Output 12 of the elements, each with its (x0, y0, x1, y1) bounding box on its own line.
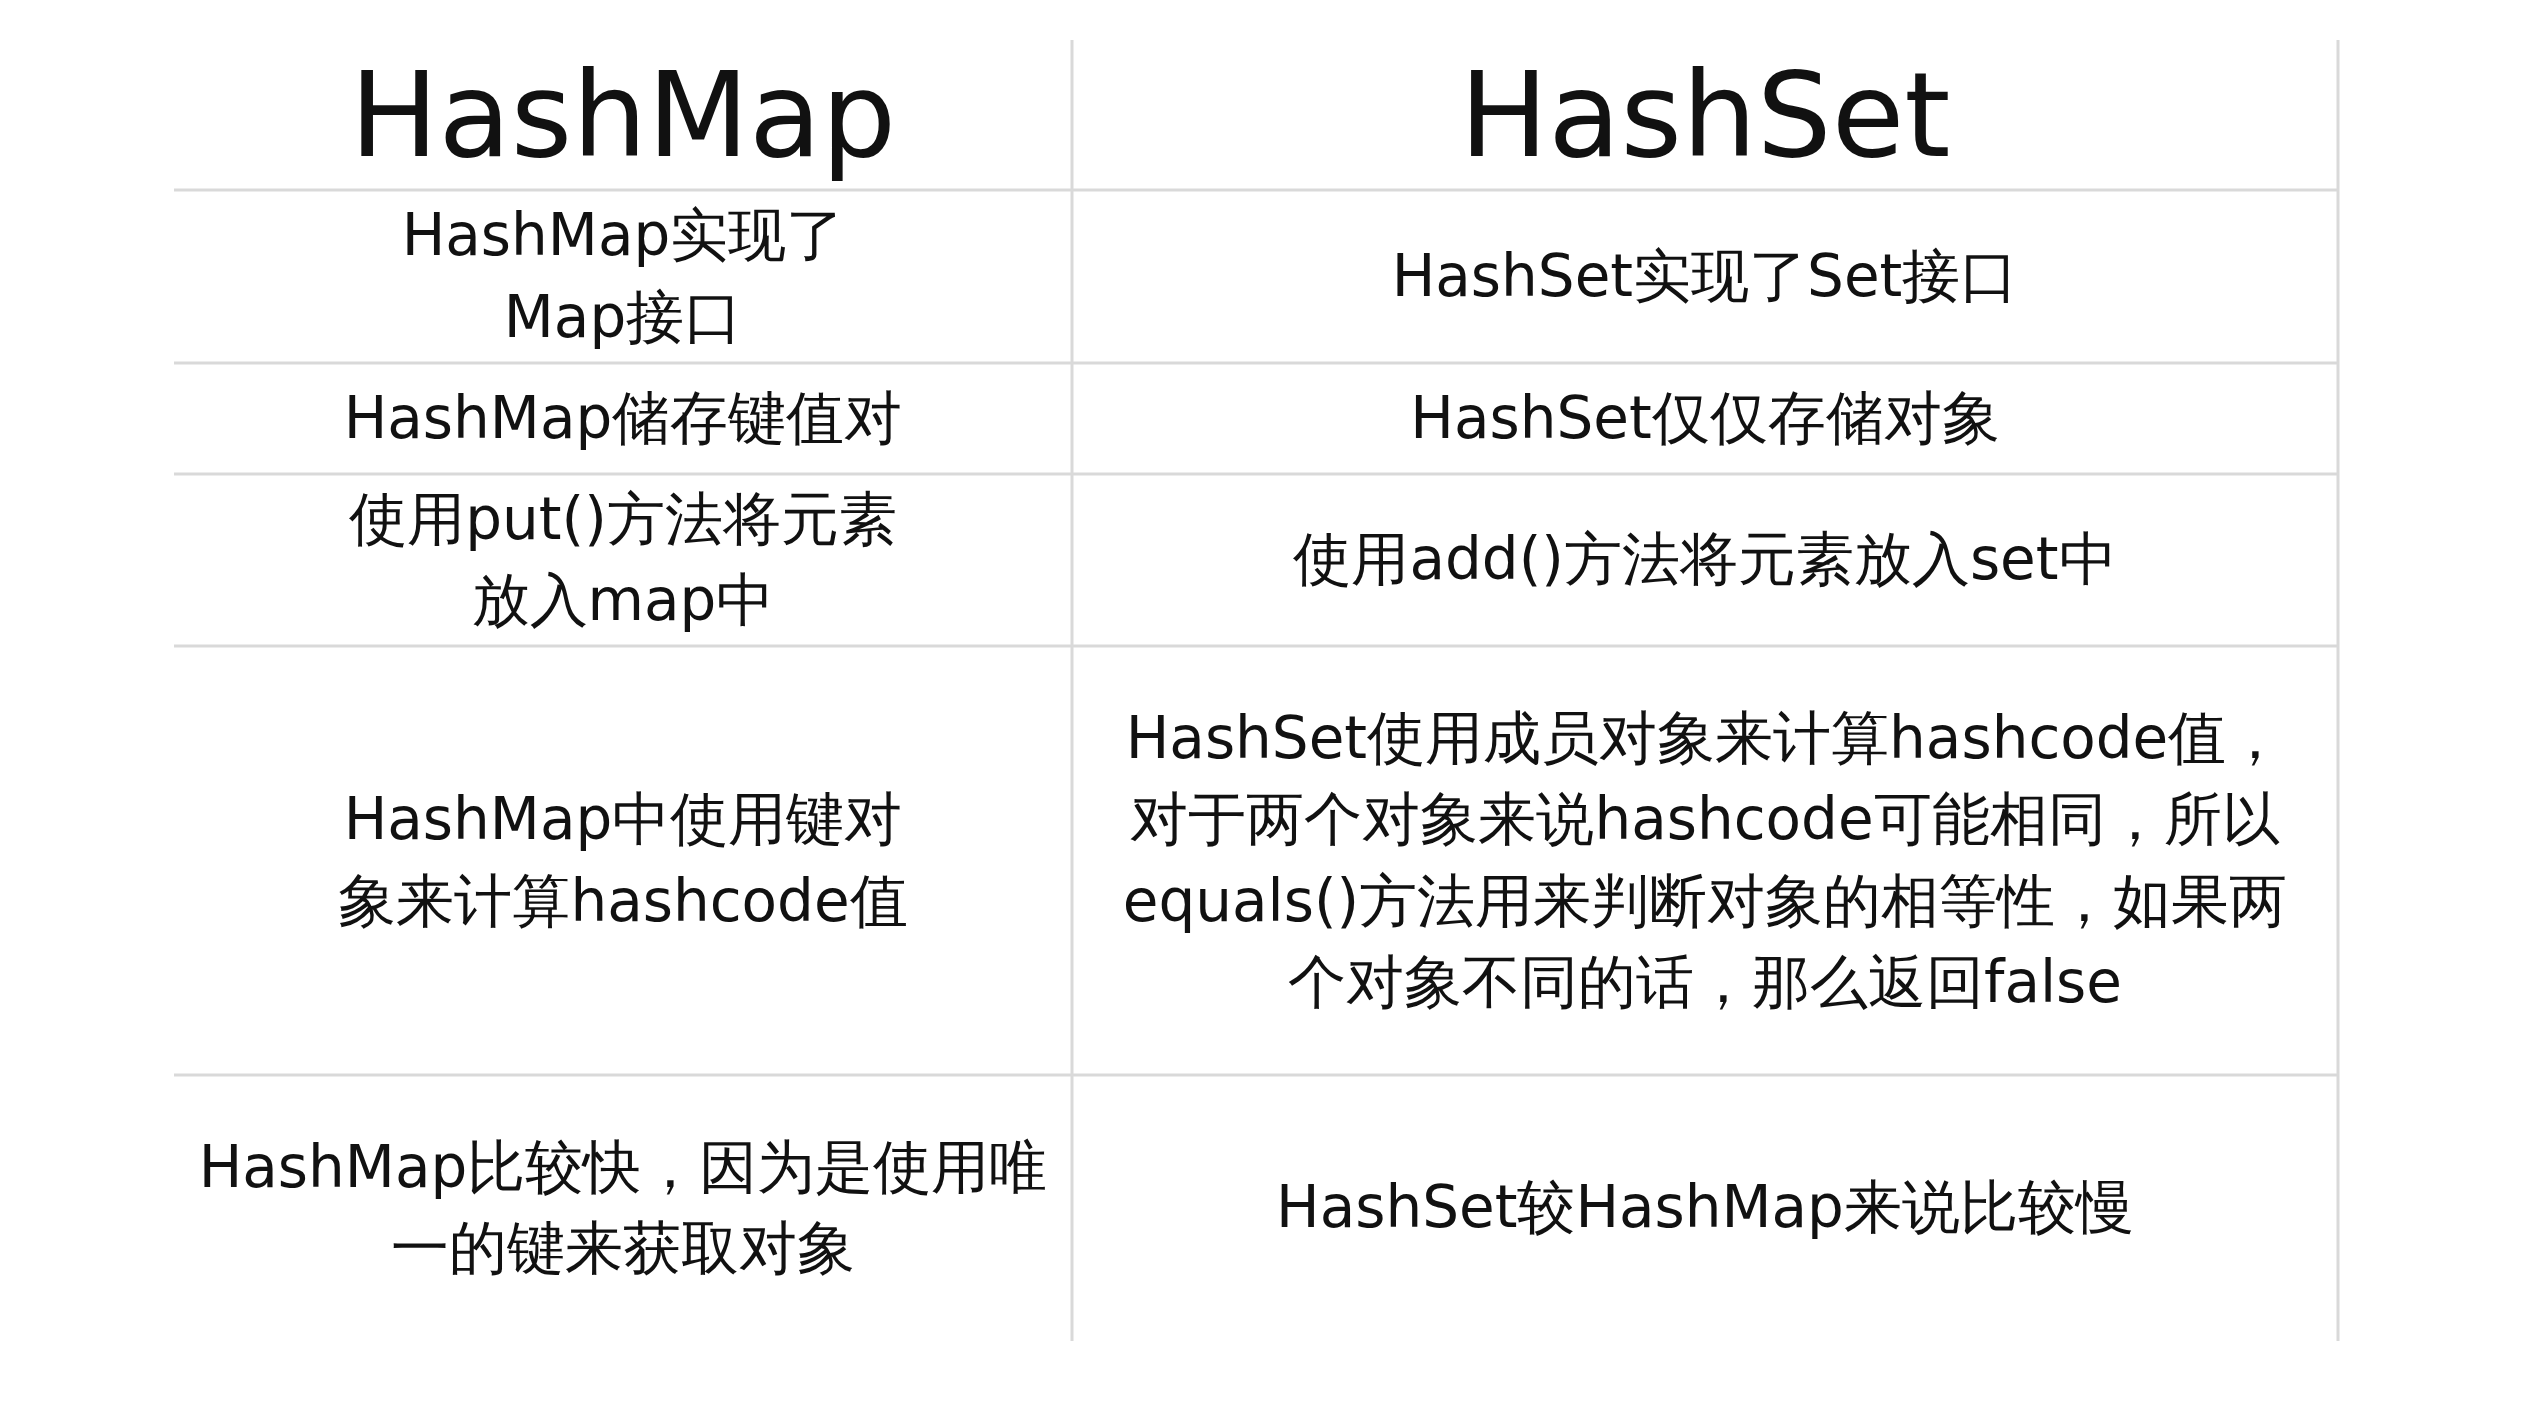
cell-text: HashMap储存键值对 (343, 382, 903, 454)
cell-text: HashSet实现了Set接口 (1391, 240, 2019, 312)
column-header: HashSet (1459, 46, 1951, 184)
cell-text: HashMap实现了Map接口 (400, 200, 846, 353)
cell-text: 使用add()方法将元素放入set中 (1293, 524, 2117, 596)
cell-text: 使用put()方法将元素放入map中 (348, 483, 898, 636)
cell-text: HashSet仅仅存储对象 (1410, 382, 2000, 454)
cell-text: HashMap中使用键对象来计算hashcode值 (337, 784, 909, 937)
cell-text: HashSet较HashMap来说比较慢 (1276, 1172, 2134, 1244)
cell-text: HashSet使用成员对象来计算hashcode值，对于两个对象来说hashcode可能相同，所以equals()方法用来判断对象的相等性，如果两个对象不同的话，那么返回false (1121, 703, 2289, 1018)
cell-text: HashMap比较快，因为是使用唯一的键来获取对象 (197, 1131, 1049, 1284)
column-header: HashMap (349, 46, 897, 184)
